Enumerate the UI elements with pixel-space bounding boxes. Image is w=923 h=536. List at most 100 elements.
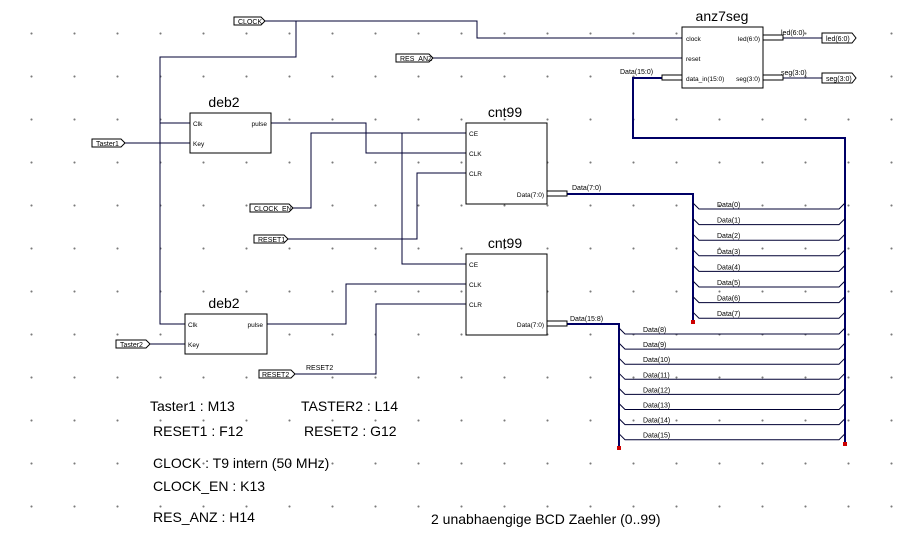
- bit-row-low-6: Data(6): [692, 296, 846, 304]
- bit-line: [618, 418, 846, 426]
- bus-stub: [546, 320, 568, 327]
- bit-line: [618, 403, 846, 410]
- pin-label: data_in(15:0): [686, 76, 724, 83]
- port-res-anz[interactable]: RES_ANZ: [395, 53, 434, 63]
- block-cnt99-top[interactable]: cnt99 CE CLK CLR Data(7:0): [465, 104, 548, 205]
- bit-label: Data(13): [643, 403, 670, 410]
- bit-row-high-4: Data(12): [618, 387, 846, 395]
- bit-row-high-5: Data(13): [618, 403, 846, 410]
- bit-row-high-2: Data(10): [618, 357, 846, 365]
- pin-assignment-notes: Taster1 : M13 TASTER2 : L14 RESET1 : F12…: [150, 398, 661, 527]
- block-cnt99-bottom[interactable]: cnt99 CE CLK CLR Data(7:0): [465, 235, 548, 336]
- port-clock-en[interactable]: CLOCK_EN: [249, 203, 294, 213]
- note-clock-en: CLOCK_EN : K13: [153, 478, 265, 494]
- bit-label: Data(12): [643, 387, 670, 394]
- junction-dot: [843, 442, 847, 446]
- port-taster1[interactable]: Taster1: [91, 138, 126, 148]
- note-description: 2 unabhaengige BCD Zaehler (0..99): [431, 511, 661, 527]
- bit-line: [692, 296, 846, 304]
- block-title: cnt99: [488, 235, 522, 251]
- bit-row-high-1: Data(9): [618, 342, 846, 350]
- net-label-data-7-0: Data(7:0): [572, 185, 601, 192]
- wire-clock-en-branch: [401, 133, 466, 265]
- bit-lines-high: Data(8) Data(9) Data(10) Data(11) Data(12) Da…: [618, 327, 846, 441]
- bus-data-15-0: [632, 77, 846, 444]
- block-deb2-top[interactable]: deb2 Clk Key pulse: [189, 94, 272, 154]
- bit-line: [618, 357, 846, 365]
- block-title: anz7seg: [696, 8, 749, 24]
- junction-dot: [691, 320, 695, 324]
- block-anz7seg[interactable]: anz7seg clock reset data_in(15:0) led(6:…: [681, 8, 764, 89]
- bit-label: Data(10): [643, 357, 670, 364]
- bit-row-low-7: Data(7): [692, 311, 846, 319]
- block-title: deb2: [208, 94, 239, 110]
- bit-row-low-5: Data(5): [692, 280, 846, 288]
- bit-row-low-1: Data(1): [692, 218, 846, 226]
- note-clock: CLOCK : T9 intern (50 MHz): [153, 455, 329, 471]
- bit-line: [618, 327, 846, 335]
- pin-label: Key: [188, 342, 200, 349]
- pin-label: Clk: [193, 121, 203, 128]
- bit-label: Data(11): [643, 372, 670, 379]
- bit-row-high-3: Data(11): [618, 372, 846, 380]
- bit-label: Data(0): [717, 202, 740, 209]
- bit-line: [618, 433, 846, 441]
- port-label: Taster2: [120, 342, 143, 349]
- port-led[interactable]: led(6:0): [821, 32, 857, 44]
- port-label: RESET1: [258, 237, 285, 244]
- wire-reset1: [288, 172, 466, 240]
- bit-label: Data(2): [717, 233, 740, 240]
- note-reset1: RESET1 : F12: [153, 423, 243, 439]
- wire-clock: [265, 20, 682, 39]
- wire-pulse1: [271, 122, 466, 154]
- bit-label: Data(3): [717, 249, 740, 256]
- block-title: deb2: [208, 295, 239, 311]
- wire-clock-en: [293, 132, 466, 209]
- pin-label: CLR: [469, 302, 482, 309]
- bus-stub: [546, 190, 568, 197]
- junction-dot: [617, 446, 621, 450]
- port-reset1[interactable]: RESET1: [253, 234, 289, 244]
- port-taster2[interactable]: Taster2: [115, 339, 151, 349]
- bit-row-high-7: Data(15): [618, 433, 846, 441]
- port-label: CLOCK_EN: [254, 206, 292, 213]
- bit-label: Data(9): [643, 342, 666, 349]
- pin-label: Key: [193, 141, 205, 148]
- bit-line: [618, 372, 846, 380]
- port-label: RESET2: [262, 372, 289, 379]
- bit-label: Data(4): [717, 264, 740, 271]
- pin-label: pulse: [251, 121, 267, 128]
- note-res-anz: RES_ANZ : H14: [153, 509, 255, 525]
- wire-pulse2: [267, 283, 466, 325]
- bit-row-high-6: Data(14): [618, 418, 846, 426]
- net-label-reset2: RESET2: [306, 365, 333, 372]
- block-title: cnt99: [488, 104, 522, 120]
- port-label: Taster1: [96, 141, 119, 148]
- pin-label: CLK: [469, 151, 482, 158]
- wires: [125, 20, 822, 375]
- net-label-led: led(6:0): [781, 30, 805, 37]
- bit-line: [692, 233, 846, 241]
- note-reset2: RESET2 : G12: [304, 423, 397, 439]
- pin-label: CE: [469, 262, 479, 269]
- bit-row-low-3: Data(3): [692, 249, 846, 257]
- pin-label: led(6:0): [738, 36, 760, 43]
- note-taster1: Taster1 : M13: [150, 398, 235, 414]
- pin-label: CLK: [469, 282, 482, 289]
- bit-label: Data(5): [717, 280, 740, 287]
- bit-label: Data(1): [717, 218, 740, 225]
- port-clock[interactable]: CLOCK: [233, 16, 266, 26]
- bit-line: [618, 388, 846, 395]
- pin-label: Data(7:0): [517, 322, 544, 329]
- port-seg[interactable]: seg(3:0): [821, 72, 857, 84]
- block-deb2-bottom[interactable]: deb2 Clk Key pulse: [184, 295, 268, 355]
- pin-label: pulse: [247, 322, 263, 329]
- bit-row-high-0: Data(8): [618, 327, 846, 335]
- bus-data-15-8: [567, 323, 620, 448]
- net-label-data-15-8: Data(15:8): [570, 316, 603, 323]
- bit-line: [692, 265, 846, 272]
- pin-label: seg(3:0): [736, 76, 760, 83]
- port-reset2[interactable]: RESET2: [258, 369, 296, 379]
- bus-data-7-0: [567, 193, 694, 322]
